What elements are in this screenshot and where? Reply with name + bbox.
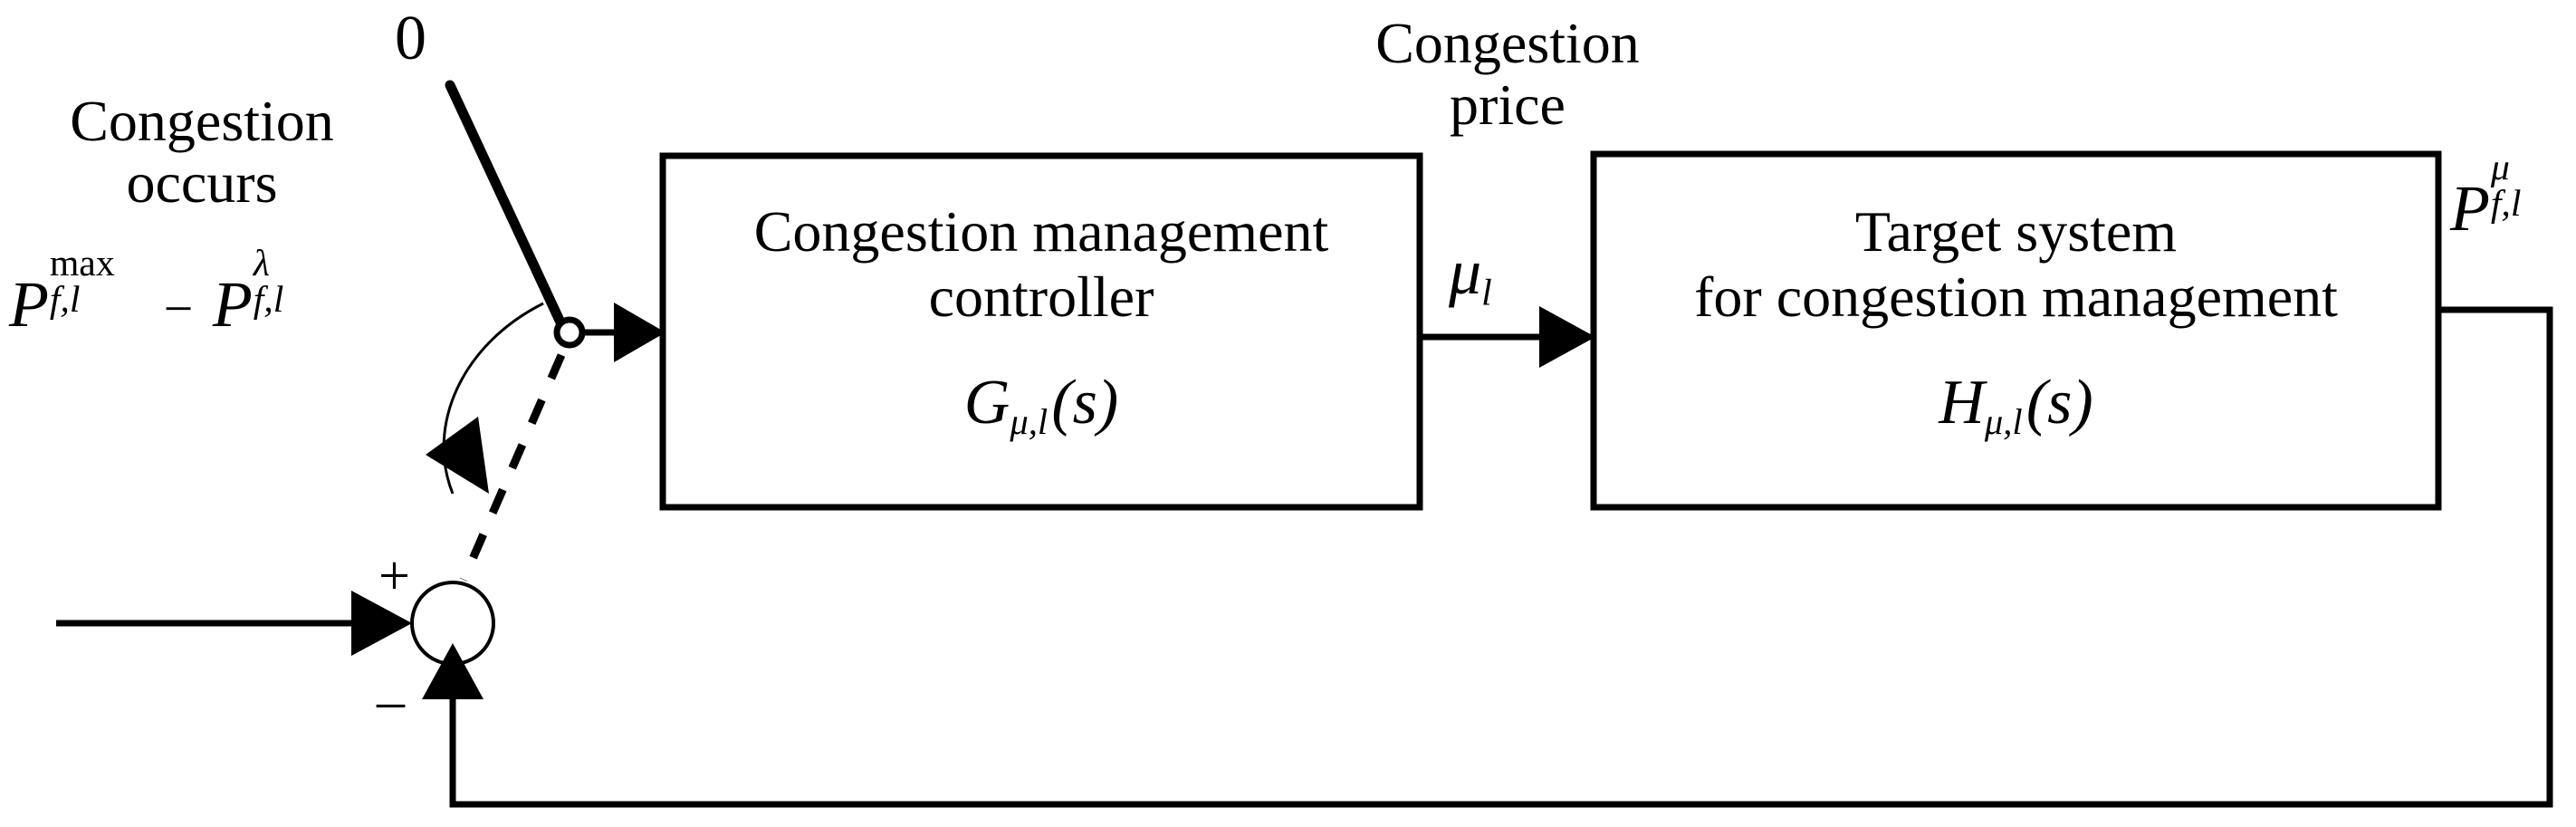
switch-lever[interactable] [445, 80, 567, 330]
switch-pivot-node[interactable] [553, 316, 586, 349]
reference-input-symbol-2: P [212, 268, 253, 341]
feedback-path [449, 306, 2553, 808]
controller-tf-symbol: G [963, 368, 1010, 438]
reference-input-operator: − [163, 279, 194, 338]
controller-tf-subscript: μ,l [1010, 401, 1049, 443]
congestion-price-signal-label: μl [1449, 237, 1492, 313]
output-symbol: P [2450, 172, 2490, 245]
mu-subscript: l [1481, 272, 1492, 314]
mu-symbol: μ [1449, 236, 1482, 308]
controller-input-arrowhead [614, 303, 666, 362]
target-tf-argument: (s) [2025, 368, 2093, 438]
switch-motion-arrowhead [426, 417, 489, 494]
summing-junction-plus-sign: + [378, 545, 410, 607]
congestion-occurs-note-line2: occurs [126, 150, 278, 215]
target-system-input-arrowhead [1539, 306, 1595, 368]
target-system-transfer-function: Hμ,l(s) [1594, 368, 2438, 443]
target-system-block [1590, 150, 2442, 511]
controller-block [659, 152, 1423, 511]
feedback-arrowhead [422, 643, 484, 699]
target-tf-subscript: μ,l [1984, 401, 2023, 443]
controller-block-label-line1: Congestion management [753, 199, 1329, 264]
summing-junction-minus-sign: – [377, 670, 405, 732]
congestion-price-label-line1: Congestion [1375, 11, 1640, 75]
reference-input-arrowhead [351, 591, 412, 656]
controller-block-label-line2: controller [928, 264, 1154, 329]
switch-dashed-position [459, 353, 566, 582]
congestion-price-label-line2: price [1450, 72, 1566, 137]
switch-open-terminal-label: 0 [395, 4, 426, 73]
target-tf-symbol: H [1939, 368, 1985, 438]
controller-tf-argument: (s) [1051, 368, 1119, 438]
congestion-occurs-note-line1: Congestion [70, 89, 334, 153]
switch-motion-arc [442, 302, 544, 495]
controller-transfer-function: Gμ,l(s) [663, 368, 1420, 443]
target-system-label-line1: Target system [1854, 199, 2178, 264]
reference-input-symbol-1: P [9, 268, 49, 341]
target-system-label-line2: for congestion management [1694, 264, 2338, 329]
